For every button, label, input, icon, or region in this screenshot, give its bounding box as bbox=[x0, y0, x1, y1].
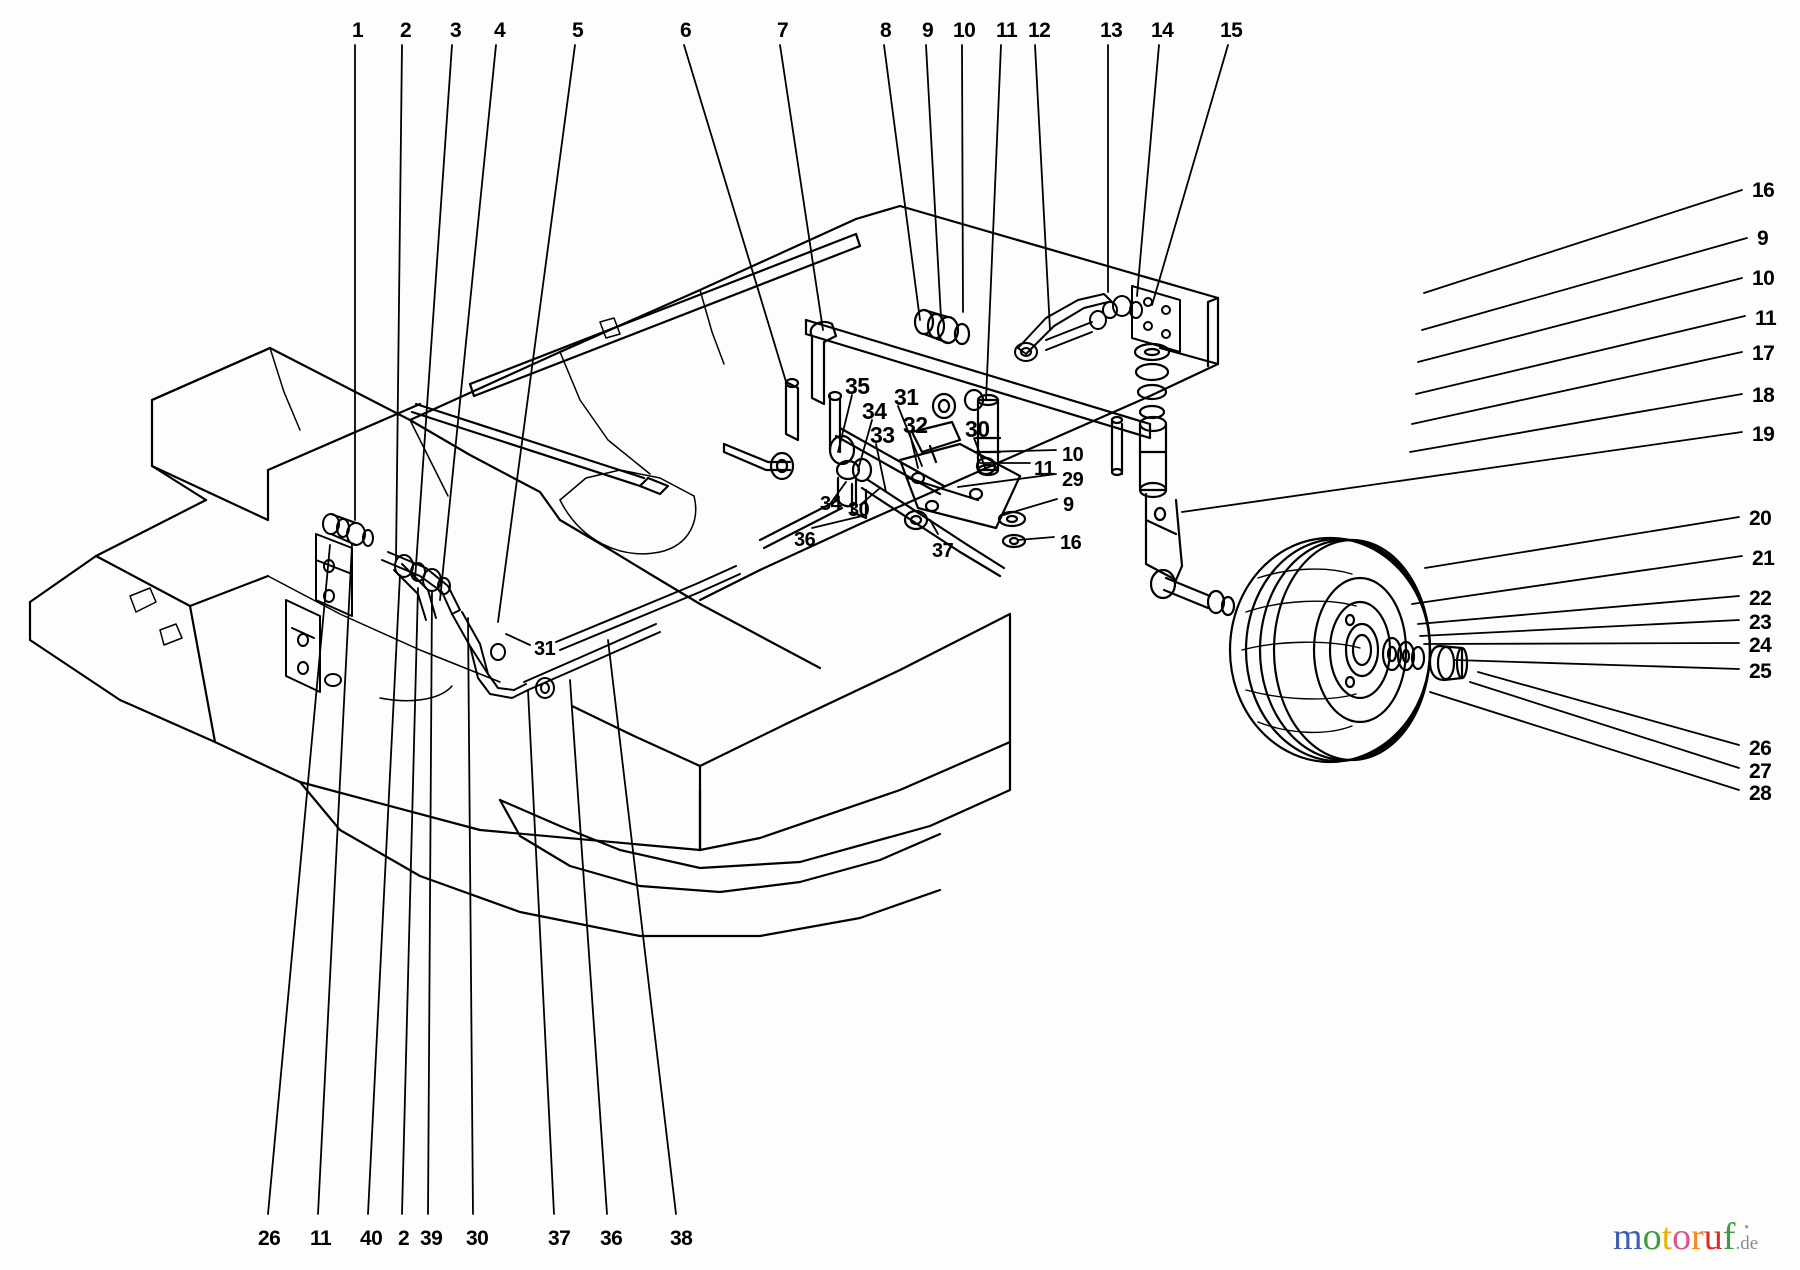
callout-inner-30b: 30 bbox=[848, 499, 870, 521]
callout-top-11: 11 bbox=[996, 19, 1018, 42]
callout-right-23: 23 bbox=[1749, 611, 1772, 634]
callout-top-13: 13 bbox=[1100, 19, 1123, 42]
callout-right-24: 24 bbox=[1749, 634, 1772, 657]
callout-right-22: 22 bbox=[1749, 587, 1772, 610]
callout-inner-31b: 31 bbox=[534, 638, 556, 660]
watermark-dot-icon: • bbox=[1744, 1220, 1750, 1236]
callout-top-10: 10 bbox=[953, 19, 976, 42]
callout-top-4: 4 bbox=[494, 19, 506, 42]
callout-inner-31: 31 bbox=[894, 384, 919, 410]
callout-top-12: 12 bbox=[1028, 19, 1051, 42]
callout-right-16: 16 bbox=[1752, 179, 1775, 202]
callout-top-9: 9 bbox=[922, 19, 934, 42]
motoruf-watermark: motoruf.de • bbox=[1613, 1218, 1758, 1256]
mower-deck-body bbox=[28, 204, 1220, 938]
callout-inner-34: 34 bbox=[862, 398, 887, 424]
callout-inner-30: 30 bbox=[965, 416, 990, 442]
callout-inner-16: 16 bbox=[1060, 532, 1082, 554]
callout-top-14: 14 bbox=[1151, 19, 1174, 42]
callout-inner-10: 10 bbox=[1062, 444, 1084, 466]
watermark-letter-o2: o bbox=[1672, 1216, 1692, 1258]
leader-lines-right bbox=[1181, 189, 1748, 791]
callout-inner-34b: 34 bbox=[820, 493, 842, 515]
front-wheel-assembly bbox=[1228, 536, 1469, 764]
left-linkage-assembly bbox=[285, 513, 741, 699]
callout-right-19: 19 bbox=[1752, 423, 1775, 446]
leader-lines-top bbox=[354, 44, 1229, 623]
callout-right-27: 27 bbox=[1749, 760, 1772, 783]
callout-right-10: 10 bbox=[1752, 267, 1775, 290]
callout-right-20: 20 bbox=[1749, 507, 1772, 530]
watermark-letter-m: m bbox=[1613, 1216, 1643, 1258]
callout-right-18: 18 bbox=[1752, 384, 1775, 407]
callout-inner-33: 33 bbox=[870, 422, 895, 448]
leader-lines-bottom bbox=[267, 544, 677, 1215]
callout-inner-11: 11 bbox=[1034, 458, 1055, 480]
callout-inner-29: 29 bbox=[1062, 469, 1084, 491]
center-lift-linkage bbox=[722, 308, 1027, 578]
callout-inner-37: 37 bbox=[932, 540, 954, 562]
callout-top-15: 15 bbox=[1220, 19, 1243, 42]
lift-cross-shaft bbox=[410, 232, 1152, 496]
callout-right-21: 21 bbox=[1752, 547, 1775, 570]
callout-right-26: 26 bbox=[1749, 737, 1772, 760]
callout-right-25: 25 bbox=[1749, 660, 1772, 683]
callout-right-11: 11 bbox=[1755, 307, 1777, 330]
callout-top-5: 5 bbox=[572, 19, 584, 42]
callout-top-6: 6 bbox=[680, 19, 692, 42]
callout-bottom-40: 40 bbox=[360, 1227, 383, 1250]
callout-bottom-11: 11 bbox=[310, 1227, 332, 1250]
callout-top-1: 1 bbox=[352, 19, 364, 42]
callout-bottom-38: 38 bbox=[670, 1227, 693, 1250]
callout-bottom-2: 2 bbox=[398, 1227, 410, 1250]
callout-inner-35: 35 bbox=[845, 373, 870, 399]
watermark-letter-t: t bbox=[1661, 1216, 1673, 1258]
watermark-suffix: .de bbox=[1735, 1233, 1759, 1254]
callout-right-9: 9 bbox=[1757, 227, 1769, 250]
callout-top-2: 2 bbox=[400, 19, 412, 42]
callout-top-7: 7 bbox=[777, 19, 789, 42]
mower-deck-detail bbox=[129, 289, 725, 702]
right-rear-bracket bbox=[1014, 285, 1181, 362]
front-spindle-assembly bbox=[1110, 342, 1236, 617]
watermark-letter-r: r bbox=[1691, 1216, 1704, 1258]
callout-bottom-36: 36 bbox=[600, 1227, 623, 1250]
callout-inner-32: 32 bbox=[903, 412, 928, 438]
watermark-letter-o1: o bbox=[1642, 1216, 1662, 1258]
callout-bottom-26: 26 bbox=[258, 1227, 281, 1250]
callout-top-3: 3 bbox=[450, 19, 462, 42]
watermark-letter-f: f bbox=[1722, 1216, 1736, 1258]
callout-top-8: 8 bbox=[880, 19, 892, 42]
watermark-letter-u: u bbox=[1703, 1216, 1723, 1258]
callout-right-28: 28 bbox=[1749, 782, 1772, 805]
callout-bottom-39: 39 bbox=[420, 1227, 443, 1250]
callout-inner-9: 9 bbox=[1063, 494, 1074, 516]
callout-bottom-30: 30 bbox=[466, 1227, 489, 1250]
callout-bottom-37: 37 bbox=[548, 1227, 571, 1250]
callout-right-17: 17 bbox=[1752, 342, 1775, 365]
callout-inner-36: 36 bbox=[794, 529, 816, 551]
